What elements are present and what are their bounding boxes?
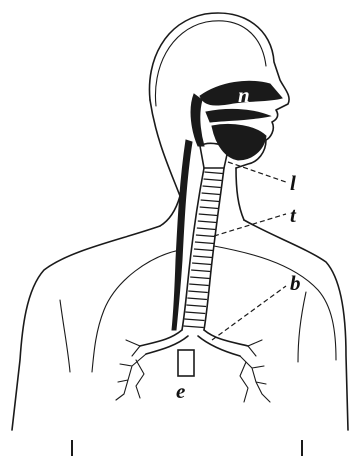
trachea-ring: [203, 186, 221, 188]
leader-b: [212, 286, 286, 340]
trachea-ring: [190, 277, 209, 279]
trachea-ring: [187, 298, 207, 300]
right-bronchus: [198, 330, 248, 356]
trachea-ring: [196, 235, 215, 237]
palate: [206, 109, 270, 122]
trachea-ring: [191, 270, 210, 272]
label-l: l: [290, 171, 296, 195]
trachea-ring: [184, 326, 204, 328]
left-lung-outline: [92, 250, 180, 372]
spine-shading: [172, 140, 192, 330]
trachea-ring: [197, 228, 216, 230]
trachea-ring: [192, 263, 211, 265]
trachea-ring: [202, 193, 220, 195]
right-shoulder-outline: [244, 220, 348, 430]
larynx: [200, 143, 228, 168]
neck-front-outline: [236, 168, 244, 220]
trachea-ring: [198, 221, 217, 223]
tongue: [212, 124, 266, 160]
label-e: e: [176, 379, 185, 403]
trachea-ring: [201, 200, 219, 202]
trachea-ring: [186, 305, 206, 307]
esophagus: [178, 350, 194, 376]
trachea-ring: [204, 179, 222, 181]
pharynx-wall: [191, 94, 204, 146]
right-bronchial-tree: [240, 340, 270, 402]
label-t: t: [290, 203, 297, 227]
trachea-ring: [204, 172, 222, 174]
neck-back-outline: [150, 100, 180, 226]
trachea-ring: [199, 214, 218, 216]
trachea-ring: [189, 284, 208, 286]
trachea-ring: [185, 312, 205, 314]
trachea-outline-right: [204, 168, 224, 330]
trachea-rings: [184, 172, 223, 328]
leader-t: [214, 214, 286, 236]
right-arm-line: [298, 292, 306, 362]
trachea-ring: [184, 319, 204, 321]
trachea-ring: [200, 207, 218, 209]
label-b: b: [290, 271, 301, 295]
left-shoulder-outline: [12, 226, 160, 430]
trachea-ring: [195, 242, 214, 244]
trachea-ring: [188, 291, 208, 293]
left-arm-line: [60, 300, 70, 372]
label-n: n: [238, 83, 250, 107]
trachea-ring: [193, 256, 212, 258]
trachea-ring: [194, 249, 213, 251]
left-bronchial-tree: [116, 340, 146, 400]
